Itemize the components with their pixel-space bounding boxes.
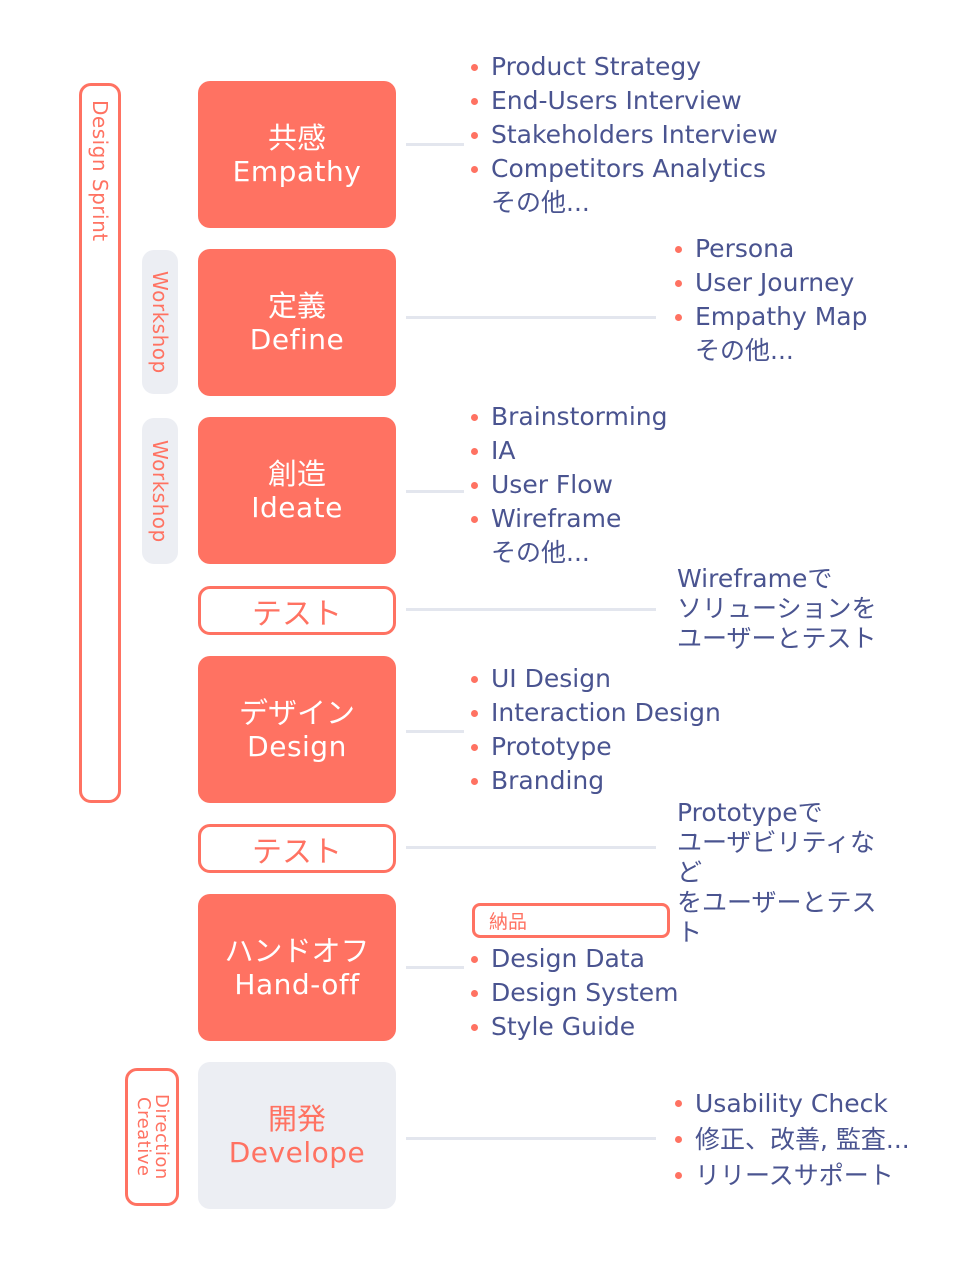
note-line: Wireframeで: [677, 564, 833, 593]
workshop-label-text: Workshop: [148, 270, 172, 374]
connector-handoff: [406, 966, 464, 969]
list-item-more: その他...: [491, 188, 590, 217]
stage-develop: 開発 Develope: [198, 1062, 396, 1209]
list-item: Wireframe: [471, 502, 668, 536]
connector-test-prototype: [406, 846, 656, 849]
stage-title-en: Hand-off: [234, 967, 360, 1001]
stage-title-en: Design: [247, 729, 347, 763]
list-item: Interaction Design: [471, 696, 721, 730]
list-item: Empathy Map: [675, 300, 868, 334]
stage-title-jp: 定義: [267, 288, 326, 323]
develop-list: Usability Check 修正、改善, 監査... リリースサポート: [675, 1086, 910, 1194]
test-prototype-note: Prototypeで ユーザビリティな ど をユーザーとテス ト: [677, 798, 877, 948]
list-item: Design Data: [471, 942, 679, 976]
note-line: ソリューションを: [677, 594, 877, 623]
list-item: Persona: [675, 232, 868, 266]
stage-ideate: 創造 Ideate: [198, 417, 396, 564]
empathy-list: Product Strategy End-Users Interview Sta…: [471, 50, 778, 220]
creative-direction-label-line1: Creative: [133, 1097, 154, 1177]
workshop-label-text: Workshop: [148, 439, 172, 543]
connector-empathy: [406, 143, 464, 146]
stage-test-prototype: テスト: [198, 824, 396, 873]
stage-title-en: Develope: [228, 1135, 366, 1169]
test-label: テスト: [252, 596, 342, 632]
list-item: UI Design: [471, 662, 721, 696]
test-label: テスト: [252, 834, 342, 870]
note-line: ユーザビリティな: [677, 828, 876, 857]
note-line: ト: [677, 918, 703, 947]
creative-direction-bracket: Creative Direction: [125, 1068, 179, 1206]
stage-title-jp: 共感: [267, 120, 326, 155]
stage-title-jp: ハンドオフ: [224, 933, 370, 968]
list-item: Product Strategy: [471, 50, 778, 84]
stage-define: 定義 Define: [198, 249, 396, 396]
list-item: Prototype: [471, 730, 721, 764]
stage-test-wireframe: テスト: [198, 586, 396, 635]
handoff-list: Design Data Design System Style Guide: [471, 942, 679, 1044]
stage-design: デザイン Design: [198, 656, 396, 803]
delivery-tag-label: 納品: [489, 911, 528, 933]
stage-title-en: Empathy: [232, 154, 362, 188]
connector-test-wireframe: [406, 608, 656, 611]
stage-empathy: 共感 Empathy: [198, 81, 396, 228]
stage-title-en: Ideate: [251, 490, 343, 524]
design-list: UI Design Interaction Design Prototype B…: [471, 662, 721, 798]
list-item-more: その他...: [491, 538, 590, 567]
list-item: User Flow: [471, 468, 668, 502]
list-item: IA: [471, 434, 668, 468]
ideate-list: Brainstorming IA User Flow Wireframe その他…: [471, 400, 668, 570]
design-sprint-bracket: Design Sprint: [79, 83, 121, 803]
stage-handoff: ハンドオフ Hand-off: [198, 894, 396, 1041]
workshop-label-ideate: Workshop: [142, 418, 178, 564]
note-line: Prototypeで: [677, 798, 823, 827]
list-item: 修正、改善, 監査...: [675, 1122, 910, 1158]
workshop-label-define: Workshop: [142, 250, 178, 394]
list-item: Branding: [471, 764, 721, 798]
connector-define: [406, 316, 656, 319]
note-line: をユーザーとテス: [677, 888, 877, 917]
list-item: Design System: [471, 976, 679, 1010]
list-item: Competitors Analytics: [471, 152, 778, 186]
list-item-more: その他...: [695, 336, 794, 365]
list-item: Usability Check: [675, 1086, 910, 1122]
delivery-tag: 納品: [472, 903, 670, 938]
list-item: リリースサポート: [675, 1158, 910, 1194]
list-item: Brainstorming: [471, 400, 668, 434]
list-item: Stakeholders Interview: [471, 118, 778, 152]
stage-title-jp: 開発: [267, 1101, 326, 1136]
design-sprint-label: Design Sprint: [88, 100, 112, 242]
test-wireframe-note: Wireframeで ソリューションを ユーザーとテスト: [677, 564, 877, 654]
connector-design: [406, 730, 464, 733]
connector-ideate: [406, 490, 464, 493]
list-item: Style Guide: [471, 1010, 679, 1044]
stage-title-jp: 創造: [267, 456, 326, 491]
stage-title-en: Define: [249, 322, 345, 356]
list-item: User Journey: [675, 266, 868, 300]
connector-develop: [406, 1137, 656, 1140]
list-item: End-Users Interview: [471, 84, 778, 118]
note-line: ど: [677, 858, 703, 887]
define-list: Persona User Journey Empathy Map その他...: [675, 232, 868, 368]
note-line: ユーザーとテスト: [677, 624, 877, 653]
creative-direction-label-line2: Direction: [151, 1094, 172, 1180]
stage-title-jp: デザイン: [238, 695, 355, 730]
